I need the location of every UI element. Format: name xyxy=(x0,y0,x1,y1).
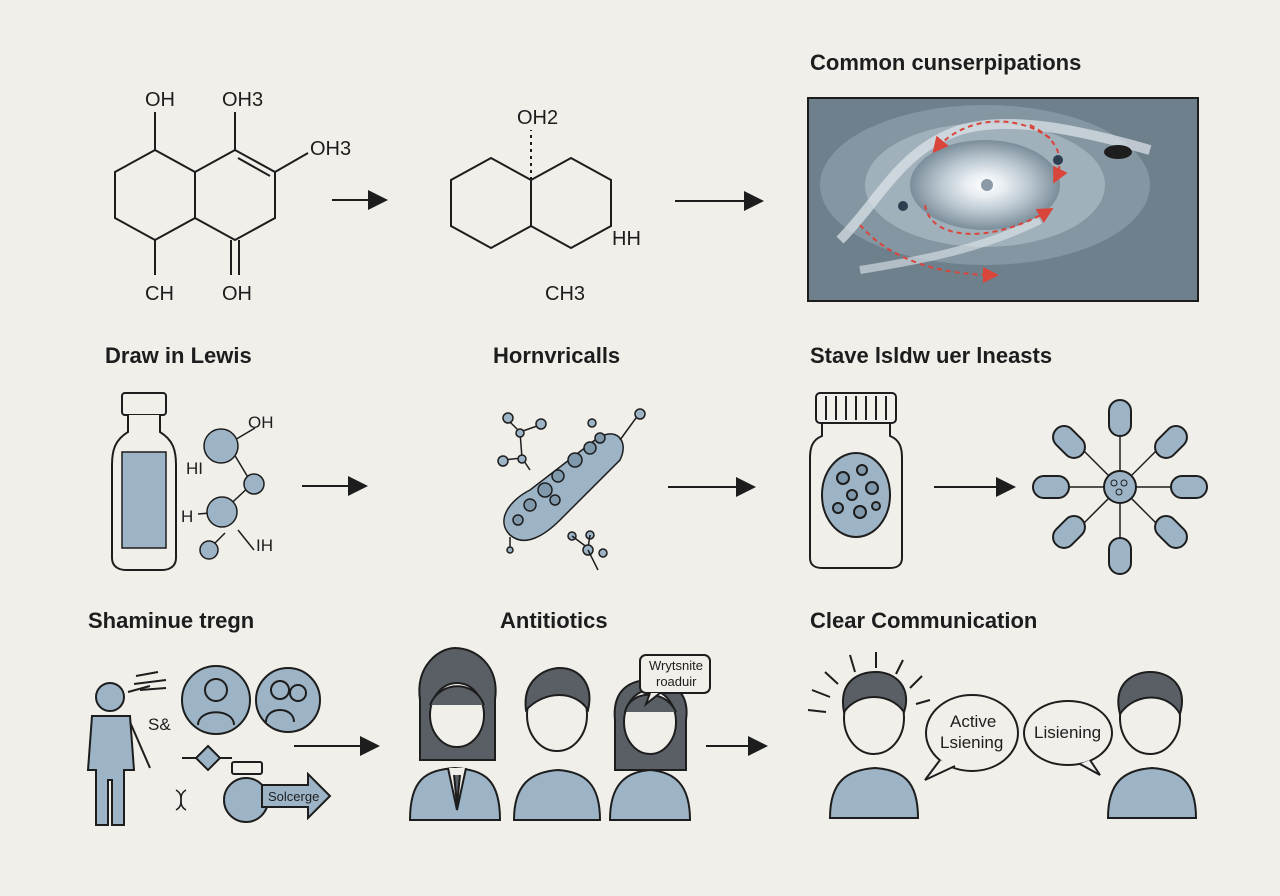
lewis-h: H xyxy=(181,507,193,526)
label-oh3-right: OH3 xyxy=(310,138,351,160)
label-oh2: OH2 xyxy=(517,107,558,129)
label-oh-bottom: OH xyxy=(222,283,252,305)
vial-icon xyxy=(111,392,177,571)
title-draw-lewis: Draw in Lewis xyxy=(105,343,252,368)
referral-arrow-icon xyxy=(223,761,332,823)
title-clear-communication: Clear Communication xyxy=(810,608,1038,633)
label-ch-bottom: CH xyxy=(145,283,174,305)
lewis-structure xyxy=(197,427,265,560)
person-boy xyxy=(512,666,602,821)
listening-text: Lisiening xyxy=(1034,723,1101,742)
person-girl xyxy=(608,678,692,821)
person-s-label: S& xyxy=(148,715,171,734)
listening-bubble xyxy=(1023,700,1113,776)
active-listening-line-2: Lsiening xyxy=(940,733,1003,752)
label-hh: HH xyxy=(612,228,641,250)
active-listening-bubble xyxy=(924,694,1019,781)
label-oh-top: OH xyxy=(145,89,175,111)
person-standing-icon xyxy=(86,671,167,826)
label-oh3-top: OH3 xyxy=(222,89,263,111)
listener-person xyxy=(1106,670,1198,819)
speech-bubble-line-2: roaduir xyxy=(656,674,697,689)
title-common: Common cunserpipations xyxy=(810,50,1082,75)
speech-bubble xyxy=(639,654,711,707)
speaker-person xyxy=(807,652,931,819)
radial-capsules-icon xyxy=(1032,399,1208,575)
molecule-2 xyxy=(450,130,612,250)
lewis-oh: OH xyxy=(248,413,274,432)
title-hornvicalls: Hornvricalls xyxy=(493,343,621,368)
lewis-ih: IH xyxy=(256,536,273,555)
active-listening-line-1: Active xyxy=(950,712,996,731)
hurricane-image xyxy=(807,97,1199,302)
pill-jar-icon xyxy=(809,392,903,569)
bacterium-icon xyxy=(497,408,646,571)
contact-avatar-1 xyxy=(181,665,251,735)
dna-icon xyxy=(175,789,187,811)
molecule-1 xyxy=(114,112,309,275)
speech-bubble-line-1: Wrytsnite xyxy=(649,658,703,673)
title-antibiotics: Antitiotics xyxy=(500,608,608,633)
title-stave: Stave lsldw uer lneasts xyxy=(810,343,1053,368)
title-shaminue: Shaminue tregn xyxy=(88,608,255,633)
lewis-hi: HI xyxy=(186,459,203,478)
contact-avatar-2 xyxy=(255,667,321,733)
label-ch3: CH3 xyxy=(545,283,585,305)
person-woman-suit xyxy=(408,646,502,821)
diamond-icon xyxy=(182,744,232,772)
referral-badge-text: Solcerge xyxy=(268,789,319,804)
